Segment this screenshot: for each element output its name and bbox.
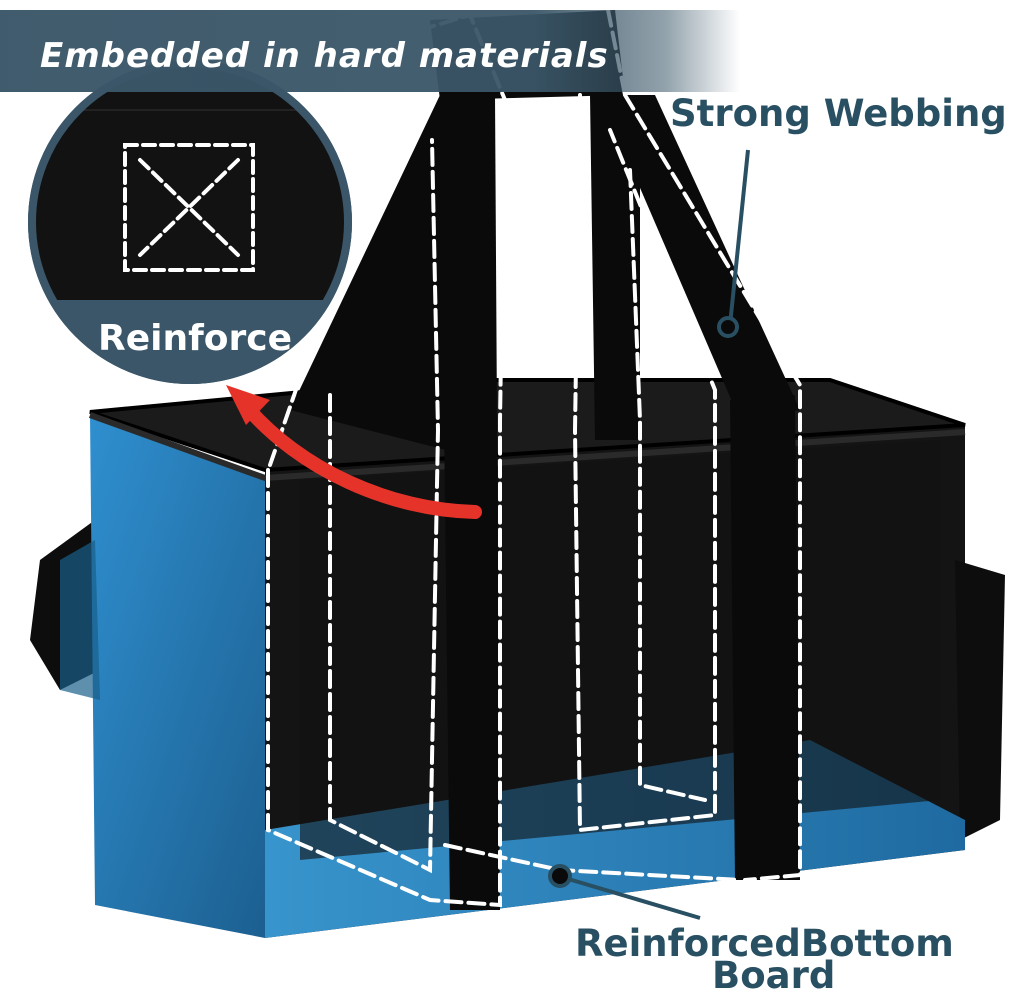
callout-leaders xyxy=(548,149,750,920)
bottom-board-label-line1: ReinforcedBottom xyxy=(575,922,954,965)
headline-text: Embedded in hard materials xyxy=(40,36,609,76)
strong-webbing-label: Strong Webbing xyxy=(670,92,1007,135)
reinforce-stitch-icon xyxy=(123,143,255,272)
bag-body xyxy=(30,378,1005,938)
reinforce-magnifier xyxy=(28,60,352,384)
headline-banner: Embedded in hard materials xyxy=(0,10,740,92)
red-arrow xyxy=(226,385,482,519)
reinforce-label: Reinforce xyxy=(98,318,293,359)
bottom-board-label-line2: Board xyxy=(712,954,836,997)
